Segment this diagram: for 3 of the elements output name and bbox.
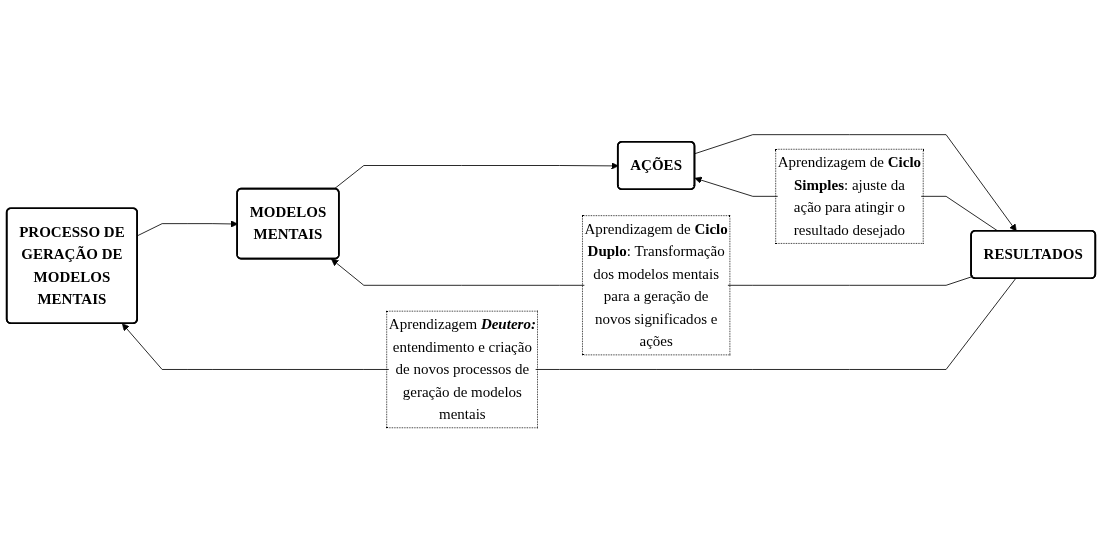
edge-label: Aprendizagem Deutero: entendimento e criação de novos processos de geração de modelos mentais bbox=[388, 315, 536, 423]
edge-label: Aprendizagem de Ciclo Duplo: Transformação dos modelos mentais para a geração de novos significados e ações bbox=[584, 220, 728, 350]
edge-label: Aprendizagem de Ciclo Simples: ajuste da ação para atingir o resultado desejado bbox=[777, 153, 922, 238]
